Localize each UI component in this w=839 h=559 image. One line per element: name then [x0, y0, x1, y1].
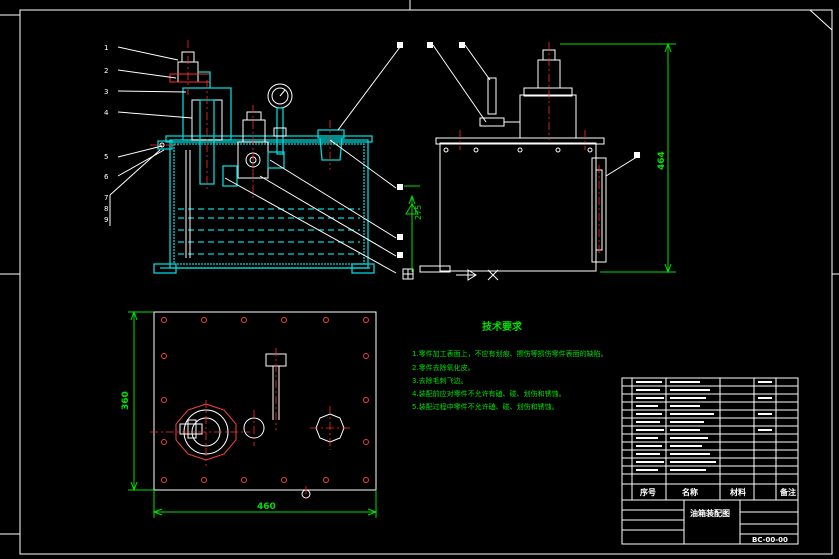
dimension-360-label: 360 — [121, 391, 131, 410]
parts-header-row: 序号 名称 材料 备注 — [621, 483, 799, 501]
tech-req-item-1: 1.零件加工表面上，不应有划痕、擦伤等损伤零件表面的缺陷。 — [412, 349, 608, 358]
callout-8: 8 — [104, 205, 108, 213]
callout-3: 3 — [104, 88, 108, 96]
dimension-plan-height: 360 — [121, 310, 154, 492]
parts-list — [621, 377, 799, 500]
oil-level-lines — [178, 208, 360, 255]
header-remarks: 备注 — [779, 487, 796, 497]
dimension-plan-width: 460 — [152, 490, 378, 518]
callout-6: 6 — [104, 173, 109, 181]
callout-1: 1 — [104, 44, 108, 52]
plan-bolt-holes — [161, 317, 369, 483]
callout-5: 5 — [104, 153, 108, 161]
front-view — [109, 40, 401, 274]
dimension-464-label: 464 — [657, 151, 667, 170]
header-material: 材料 — [730, 487, 746, 497]
callout-leaders-right — [224, 46, 401, 274]
tech-req-item-5: 5.装配过程中零件不允许磕、碰、划伤和锈蚀。 — [412, 402, 559, 411]
tech-req-item-2: 2.零件去除氧化皮。 — [412, 363, 475, 372]
side-view — [419, 42, 641, 281]
dimension-460-label: 460 — [257, 502, 276, 512]
callout-4: 4 — [104, 109, 109, 117]
callout-7: 7 — [104, 194, 108, 202]
tech-req-item-4: 4.装配前应对零件不允许有磕、碰、划伤和锈蚀。 — [412, 389, 566, 398]
left-callout-numbers: 1 2 3 4 5 6 7 8 9 — [104, 44, 109, 224]
plan-view — [150, 311, 377, 500]
dimension-level: 275 — [404, 185, 423, 272]
technical-requirements: 技术要求 1.零件加工表面上，不应有划痕、擦伤等损伤零件表面的缺陷。 2.零件去… — [412, 320, 608, 411]
callout-leaders-left — [109, 46, 193, 226]
tech-req-item-3: 3.去除毛刺飞边。 — [412, 376, 468, 385]
drawing-title: 油箱装配图 — [690, 508, 730, 518]
dimension-275-label: 275 — [414, 205, 423, 220]
header-index: 序号 — [640, 487, 656, 497]
callout-9: 9 — [104, 216, 108, 224]
square-callouts — [397, 42, 640, 280]
callout-2: 2 — [104, 67, 108, 75]
title-block: 油箱装配图 BC-00-00 — [621, 499, 799, 545]
tech-req-title: 技术要求 — [482, 320, 523, 333]
header-name: 名称 — [682, 487, 698, 497]
drawing-number: BC-00-00 — [752, 536, 788, 544]
dimension-height: 464 — [560, 42, 676, 274]
